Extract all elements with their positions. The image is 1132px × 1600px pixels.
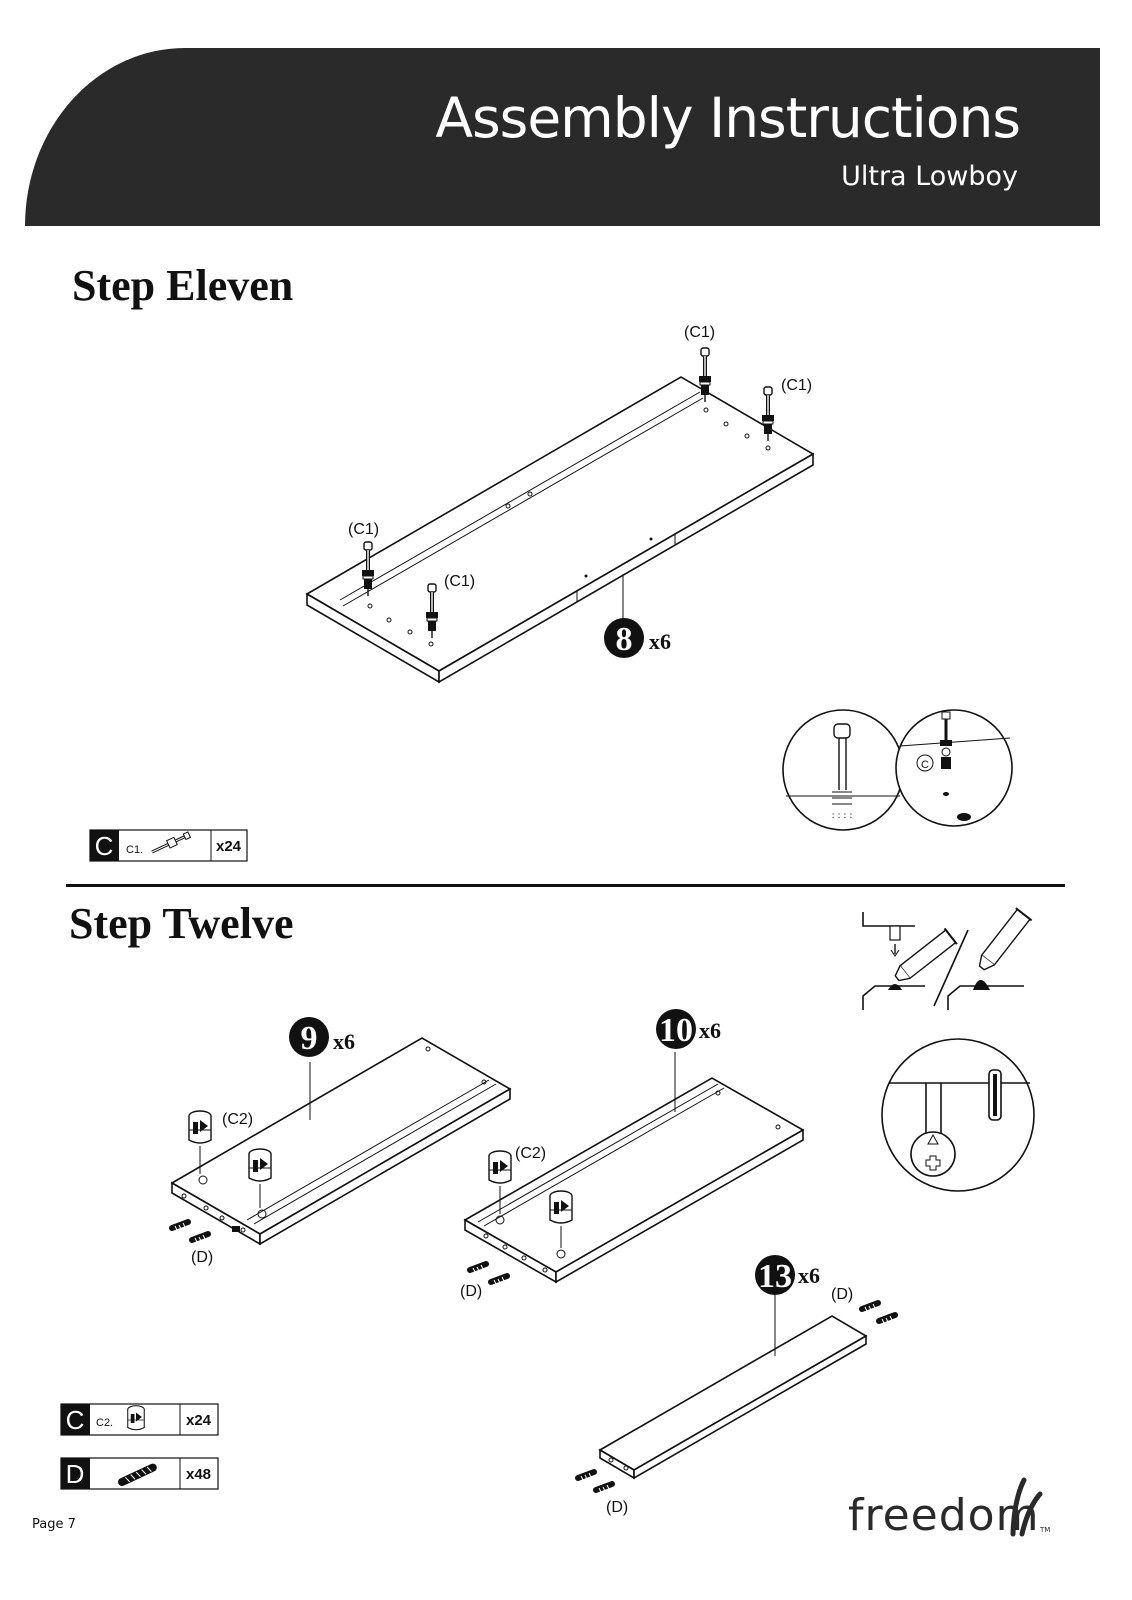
step-divider xyxy=(66,884,1065,887)
panel-quantity: x6 xyxy=(798,1263,820,1288)
trademark-symbol: TM xyxy=(1040,1526,1051,1534)
part-label-d: (D) xyxy=(460,1283,482,1300)
part-label-c1: (C1) xyxy=(684,324,715,341)
hardware-quantity: x48 xyxy=(186,1466,211,1483)
part-label-d: (D) xyxy=(606,1499,628,1516)
panel-13-diagram xyxy=(598,1294,868,1480)
screwdriver-icon xyxy=(910,1131,956,1177)
part-label-c1: (C1) xyxy=(348,521,379,538)
hardware-box-d: D x48 xyxy=(60,1457,219,1490)
wooden-dowel-icon xyxy=(491,1276,507,1284)
hardware-code: C1. xyxy=(126,844,143,856)
wooden-dowel-icon xyxy=(578,1472,594,1480)
part-label-c1: (C1) xyxy=(444,573,475,590)
hardware-quantity: x24 xyxy=(216,838,242,855)
wooden-dowel-icon xyxy=(862,1303,878,1311)
wooden-dowel-icon xyxy=(879,1315,895,1323)
product-name: Ultra Lowboy xyxy=(841,161,1018,192)
hardware-letter: C xyxy=(66,1405,85,1435)
wooden-dowel-icon xyxy=(596,1484,612,1492)
wooden-dowel-icon xyxy=(470,1264,486,1272)
panel-quantity: x6 xyxy=(649,629,671,654)
step-eleven-title: Step Eleven xyxy=(72,261,294,310)
panel-number-badge xyxy=(604,618,644,658)
drill-icon xyxy=(889,925,901,941)
part-label-c2: (C2) xyxy=(515,1145,546,1162)
part-label-c1: (C1) xyxy=(781,377,812,394)
header-banner: Assembly Instructions Ultra Lowboy xyxy=(25,48,1100,226)
step-twelve-title: Step Twelve xyxy=(69,899,294,948)
wooden-dowel-icon xyxy=(118,1463,157,1486)
cam-bolt-detail-diagram: : : : : C xyxy=(782,709,1013,831)
panel-number-badge xyxy=(755,1255,795,1295)
glue-tube-icon xyxy=(894,927,958,982)
panel-number: 9 xyxy=(301,1020,318,1057)
hardware-quantity: x24 xyxy=(186,1412,212,1429)
panel-10-diagram xyxy=(463,1052,805,1284)
hardware-letter: C xyxy=(95,831,114,861)
brand-logo-mark xyxy=(1010,1477,1043,1537)
page-number: Page 7 xyxy=(32,1517,76,1532)
panel-8-diagram xyxy=(305,376,815,684)
cam-lock-icon xyxy=(127,1405,145,1431)
panel-9-diagram xyxy=(170,1037,512,1246)
panel-number-badge xyxy=(289,1017,329,1057)
panel-number: 10 xyxy=(659,1012,693,1049)
part-label-d: (D) xyxy=(191,1249,213,1266)
hardware-box-c2: C C2. x24 xyxy=(60,1403,219,1436)
part-label-c2: (C2) xyxy=(222,1111,253,1128)
cam-lock-icon xyxy=(188,1110,212,1144)
cam-bolt-icon xyxy=(151,831,192,854)
cam-lock-icon xyxy=(248,1148,272,1182)
panel-quantity: x6 xyxy=(699,1018,721,1043)
wooden-dowel-icon xyxy=(192,1234,208,1242)
part-label-d: (D) xyxy=(831,1286,853,1303)
svg-text:: : : :: : : : : xyxy=(832,811,853,821)
cam-lock-icon xyxy=(488,1150,512,1184)
hardware-letter: D xyxy=(66,1459,85,1489)
brand-logo: freedom xyxy=(848,1490,1040,1541)
panel-number-badge xyxy=(656,1009,696,1049)
panel-number: 13 xyxy=(758,1258,792,1295)
glue-dowel-illustration xyxy=(862,907,1033,1010)
document-title: Assembly Instructions xyxy=(435,86,1021,150)
cam-lock-detail-diagram xyxy=(881,1038,1035,1192)
hardware-code: C2. xyxy=(96,1417,113,1429)
hardware-box-c1: C C1. x24 xyxy=(89,829,248,862)
detail-callout-letter: C xyxy=(921,759,929,771)
panel-number: 8 xyxy=(616,621,633,658)
cam-lock-icon xyxy=(549,1190,573,1224)
wooden-dowel-icon xyxy=(172,1222,188,1230)
glue-tube-icon xyxy=(978,907,1033,971)
panel-quantity: x6 xyxy=(333,1029,355,1054)
